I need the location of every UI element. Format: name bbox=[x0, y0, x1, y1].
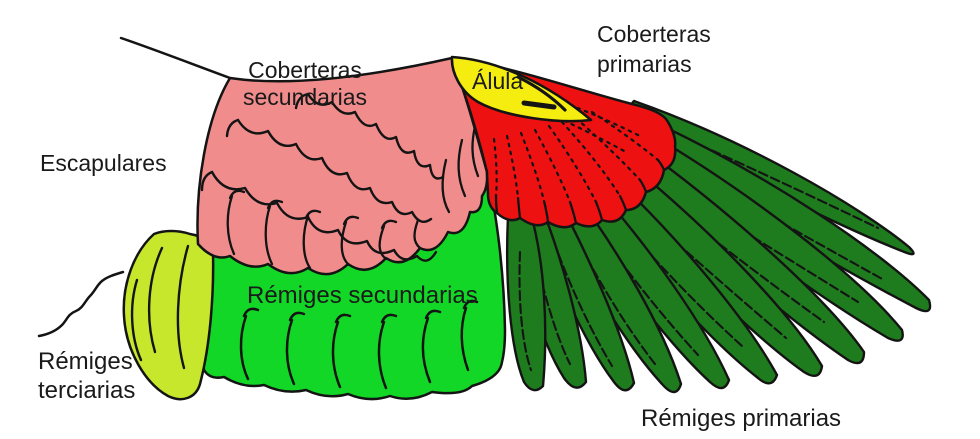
label-escapulares: Escapulares bbox=[40, 150, 167, 176]
body-top-curve bbox=[119, 36, 232, 80]
label-coberteras-secundarias: Coberteras secundarias bbox=[238, 57, 372, 111]
label-alula: Álula bbox=[472, 68, 524, 94]
body-bottom-squiggle bbox=[37, 270, 125, 338]
region-alula bbox=[450, 55, 593, 123]
region-coberteras-secundarias bbox=[196, 56, 489, 276]
label-remiges-terciarias: Rémiges terciarias bbox=[38, 347, 135, 405]
feather-shaft bbox=[518, 250, 533, 372]
feather-shaft bbox=[656, 194, 826, 324]
covert-feather-lines bbox=[226, 120, 480, 270]
alula-shape bbox=[450, 55, 593, 123]
label-coberteras-primarias: Coberteras primarias bbox=[597, 19, 711, 79]
label-line: secundarias bbox=[242, 84, 368, 110]
feather-shaft bbox=[674, 186, 860, 304]
covert-scallop-rows bbox=[200, 92, 445, 262]
alula-mark bbox=[516, 75, 567, 112]
label-remiges-primarias: Rémiges primarias bbox=[641, 405, 842, 432]
tertials-lobes bbox=[122, 229, 215, 401]
primary-coverts-feather-lines bbox=[494, 158, 666, 225]
label-line: Rémiges bbox=[38, 348, 133, 375]
body-outline bbox=[37, 36, 232, 338]
label-line: Coberteras bbox=[248, 57, 362, 83]
label-line: terciarias bbox=[38, 377, 136, 404]
secondaries-feather-lines bbox=[239, 299, 479, 390]
label-line: primarias bbox=[597, 51, 692, 77]
tertials-feather-lines bbox=[130, 244, 190, 370]
alula-mark bbox=[521, 100, 557, 110]
region-remiges-terciarias bbox=[122, 229, 215, 401]
label-line: Coberteras bbox=[597, 21, 711, 47]
label-remiges-secundarias: Rémiges secundarias bbox=[247, 282, 478, 309]
feather-shaft bbox=[698, 143, 880, 230]
